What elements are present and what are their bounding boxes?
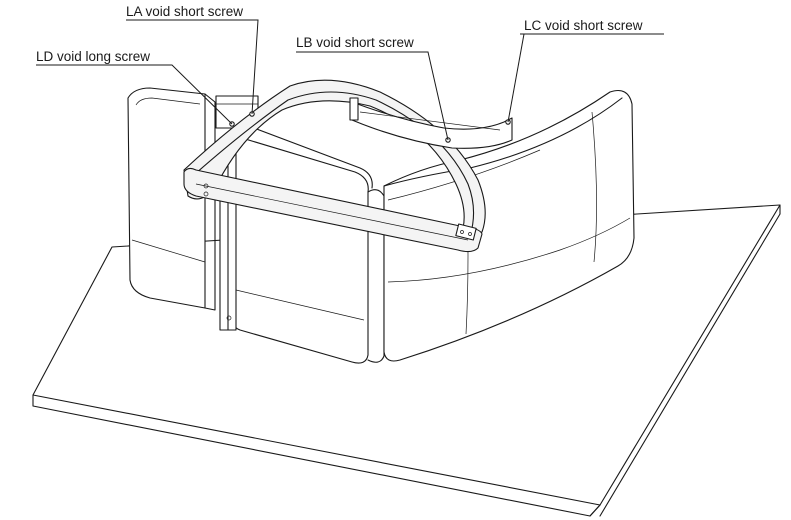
center-panel [229,127,385,364]
left-panel [127,87,216,311]
right-panel [383,89,635,362]
label-ld: LD void long screw [36,49,150,64]
label-lc: LC void short screw [524,18,643,33]
label-la: LA void short screw [126,4,243,19]
rear-right-arm [349,97,513,149]
label-lb: LB void short screw [296,35,414,50]
leader-lines [36,19,664,141]
frame-rail [183,79,486,253]
